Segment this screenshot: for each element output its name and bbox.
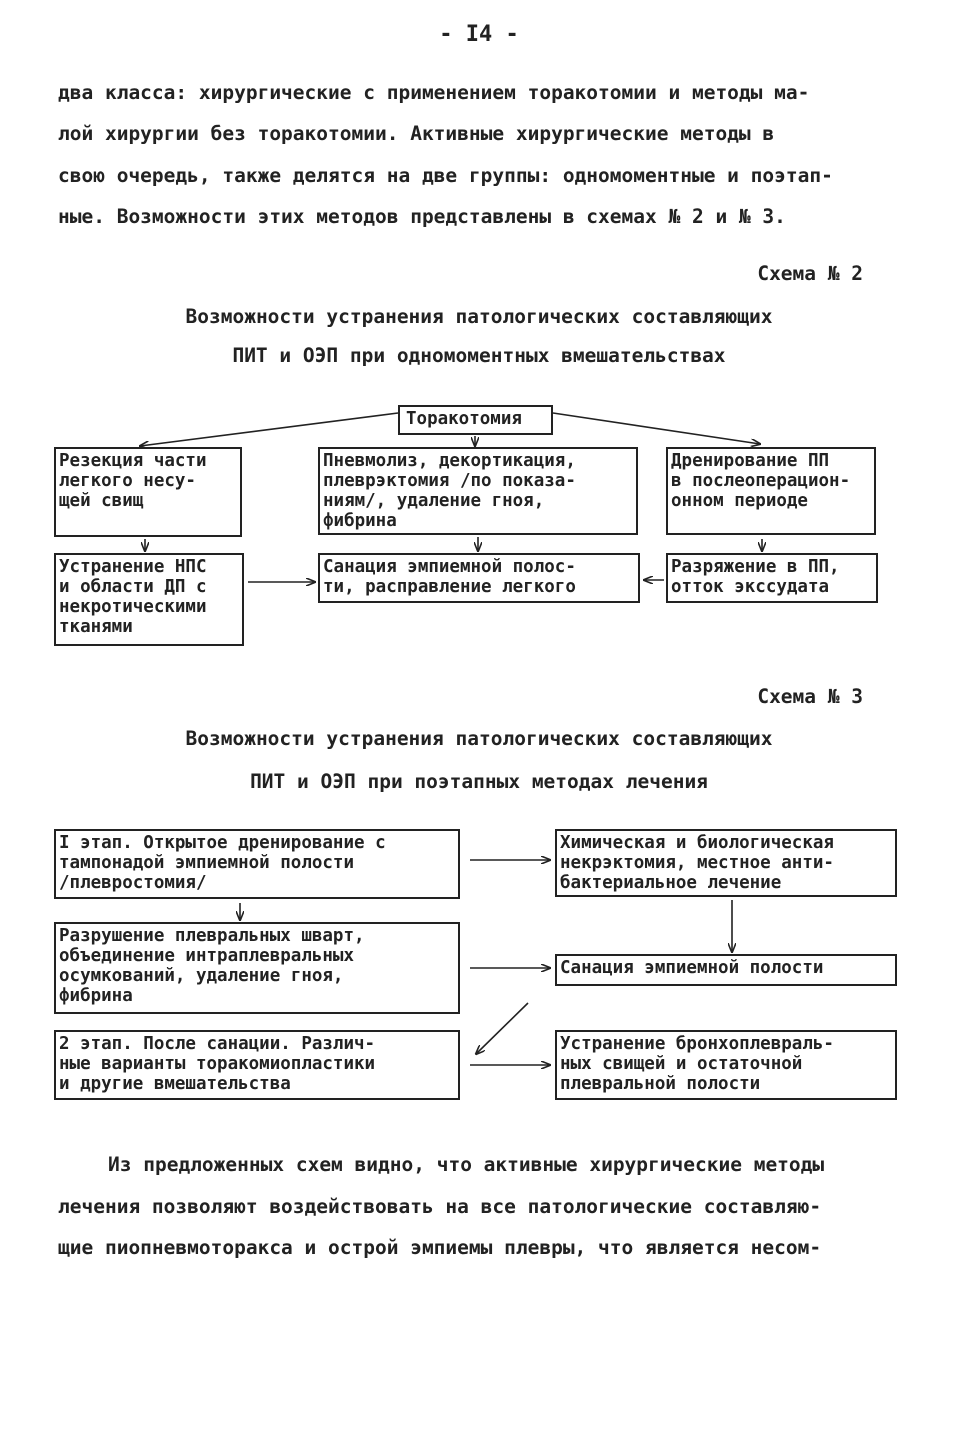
arrow	[476, 1002, 529, 1054]
box-line: бактериальное лечение	[560, 873, 782, 893]
destruction-box: Разрушение плевральных шварт, объединени…	[54, 922, 460, 1014]
thoracotomy-box: Торакотомия	[398, 405, 553, 435]
box-line: плеврэктомия /по показа-	[323, 471, 576, 491]
scheme-3-title-line: ПИТ и ОЭП при поэтапных методах лечения	[250, 770, 708, 793]
intro-line: два класса: хирургические с применением …	[58, 81, 810, 104]
box-line: отток экссудата	[671, 577, 830, 597]
page-number: - I4 -	[439, 22, 519, 47]
stage-2-box: 2 этап. После санации. Различ- ные вариа…	[54, 1030, 460, 1100]
scheme-2-title-line: Возможности устранения патологических со…	[185, 305, 773, 328]
intro-line: ные. Возможности этих методов представле…	[58, 205, 786, 228]
arrow	[552, 412, 760, 444]
box-line: щей свищ	[59, 491, 144, 511]
sanation-box: Санация эмпиемной полос- ти, расправлени…	[318, 553, 640, 603]
box-line: некрэктомия, местное анти-	[560, 853, 834, 873]
box-line: Санация эмпиемной полос-	[323, 557, 576, 577]
box-line: ных свищей и остаточной	[560, 1054, 803, 1074]
intro-line: лой хирургии без торакотомии. Активные х…	[58, 122, 775, 145]
arrow	[140, 412, 399, 446]
box-line: ные варианты торакомиопластики	[59, 1054, 376, 1074]
elimination-box: Устранение НПС и области ДП с некротичес…	[54, 553, 244, 646]
scheme-2-title-line: ПИТ и ОЭП при одномоментных вмешательств…	[232, 344, 726, 367]
box-line: Резекция части	[59, 451, 207, 471]
outro-line: лечения позволяют воздействовать на все …	[58, 1195, 822, 1218]
box-line: I этап. Открытое дренирование с	[59, 833, 386, 853]
drainage-box: Дренирование ПП в послеоперацион- онном …	[666, 447, 876, 535]
necrectomy-box: Химическая и биологическая некрэктомия, …	[555, 829, 897, 897]
box-line: ти, расправление легкого	[323, 577, 576, 597]
box-line: и области ДП с	[59, 577, 207, 597]
box-line: Химическая и биологическая	[560, 833, 834, 853]
outro-line: щие пиопневмоторакса и острой эмпиемы пл…	[58, 1236, 822, 1259]
box-line: тампонадой эмпиемной полости	[59, 853, 355, 873]
pneumolysis-box: Пневмолиз, декортикация, плеврэктомия /п…	[318, 447, 638, 535]
box-line: плевральной полости	[560, 1074, 761, 1094]
box-line: легкого несу-	[59, 471, 196, 491]
resection-box: Резекция части легкого несу- щей свищ	[54, 447, 242, 537]
box-line: тканями	[59, 617, 133, 637]
box-line: онном периоде	[671, 491, 808, 511]
box-line: Устранение НПС	[59, 557, 207, 577]
intro-line: свою очередь, также делятся на две групп…	[58, 164, 833, 187]
box-line: и другие вмешательства	[59, 1074, 291, 1094]
stage-1-box: I этап. Открытое дренирование с тампонад…	[54, 829, 460, 899]
empyema-sanation-box: Санация эмпиемной полости	[555, 954, 897, 986]
box-line: Санация эмпиемной полости	[560, 958, 824, 978]
box-line: 2 этап. После санации. Различ-	[59, 1034, 376, 1054]
box-line: Дренирование ПП	[671, 451, 830, 471]
scheme-3-label: Схема № 3	[757, 685, 863, 708]
fistula-elimination-box: Устранение бронхоплевраль- ных свищей и …	[555, 1030, 897, 1100]
box-line: фибрина	[323, 511, 397, 531]
outro-line: Из предложенных схем видно, что активные…	[108, 1153, 825, 1176]
box-line: Разряжение в ПП,	[671, 557, 840, 577]
box-line: Устранение бронхоплевраль-	[560, 1034, 834, 1054]
rarefaction-box: Разряжение в ПП, отток экссудата	[666, 553, 878, 603]
box-line: Разрушение плевральных шварт,	[59, 926, 365, 946]
scheme-3-title-line: Возможности устранения патологических со…	[185, 727, 773, 750]
box-line: объединение интраплевральных	[59, 946, 355, 966]
box-line: фибрина	[59, 986, 133, 1006]
box-line: осумкований, удаление гноя,	[59, 966, 344, 986]
box-line: Пневмолиз, декортикация,	[323, 451, 576, 471]
box-line: некротическими	[59, 597, 207, 617]
scheme-2-label: Схема № 2	[757, 262, 863, 285]
box-line: ниям/, удаление гноя,	[323, 491, 545, 511]
box-line: /плевростомия/	[59, 873, 207, 893]
box-line: в послеоперацион-	[671, 471, 851, 491]
